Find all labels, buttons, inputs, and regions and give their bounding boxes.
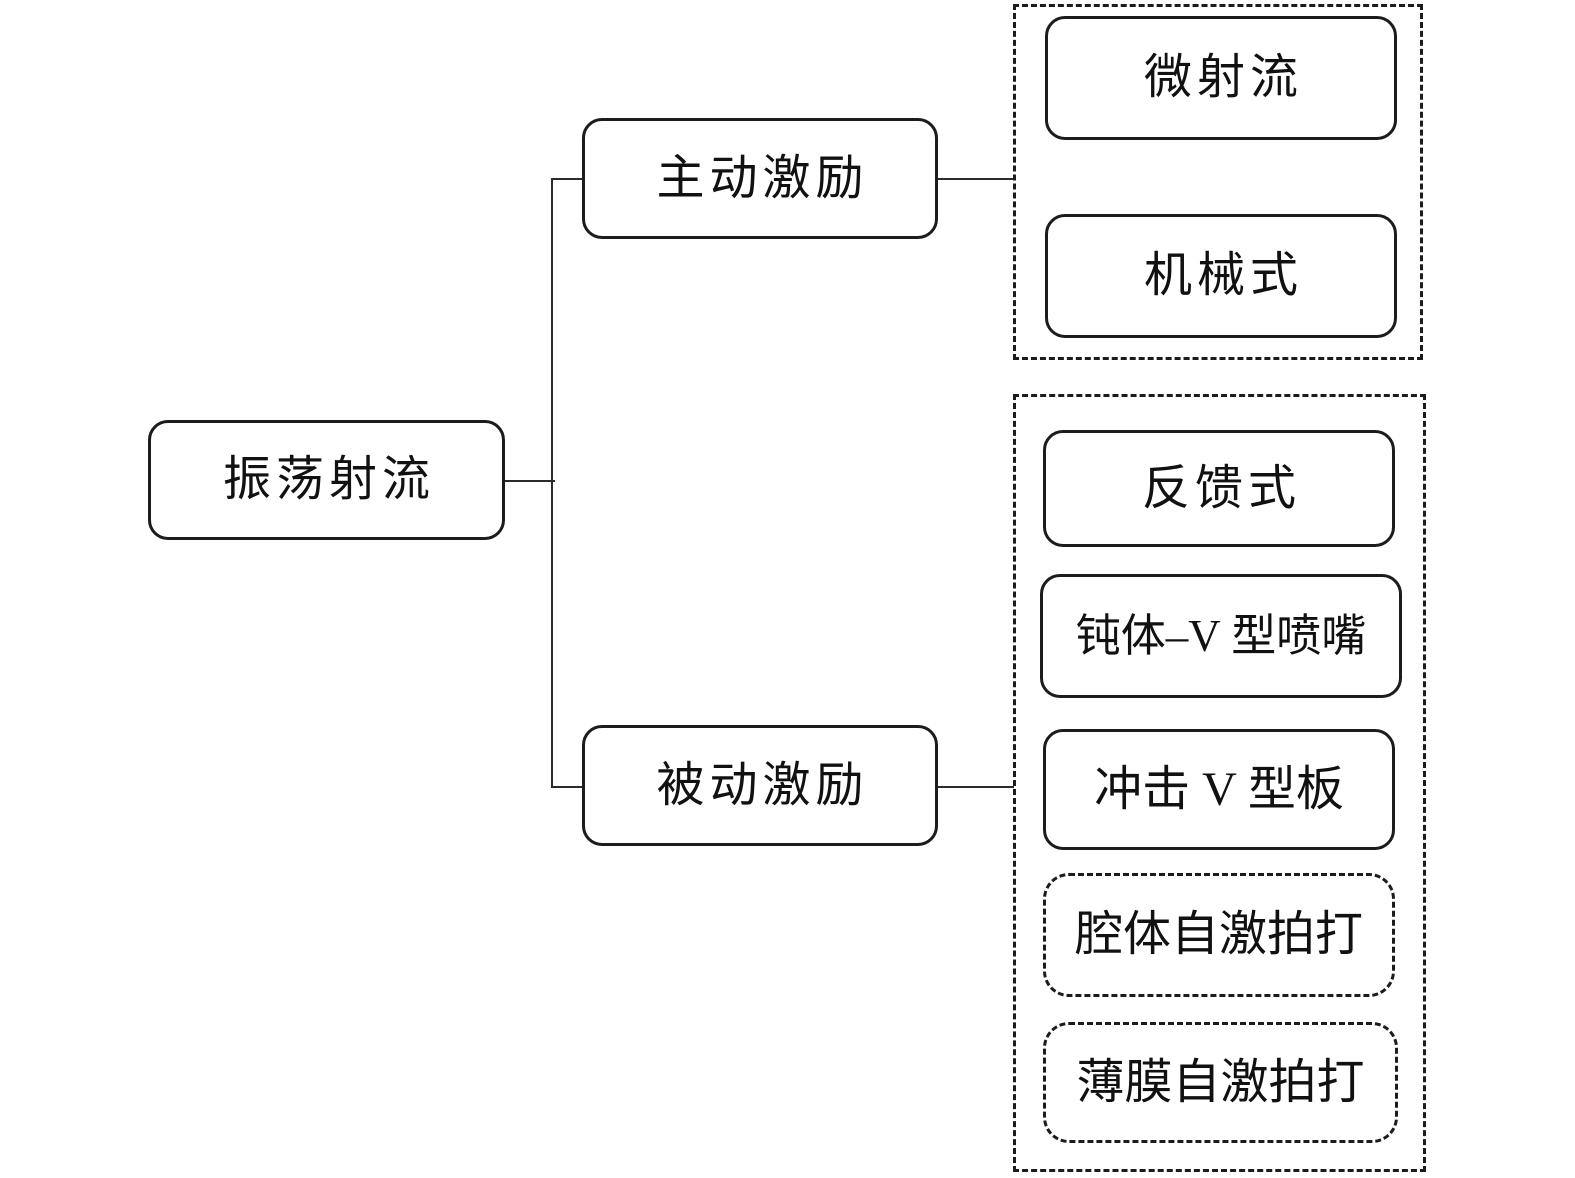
connector-trunk-vertical <box>551 178 553 788</box>
node-cavity-self-excited-flapping: 腔体自激拍打 <box>1043 873 1395 997</box>
connector-trunk-to-passive <box>551 786 584 788</box>
connector-active-to-group <box>936 178 1014 180</box>
node-passive-excitation: 被动激励 <box>582 725 938 846</box>
node-blunt-body-v-nozzle: 钝体–V 型喷嘴 <box>1040 574 1402 698</box>
node-impact-v-plate: 冲击 V 型板 <box>1043 729 1395 850</box>
connector-trunk-to-active <box>551 178 584 180</box>
node-mechanical: 机械式 <box>1045 214 1397 338</box>
node-active-excitation: 主动激励 <box>582 118 938 239</box>
node-oscillating-jet: 振荡射流 <box>148 420 505 540</box>
node-feedback-type: 反馈式 <box>1043 430 1395 547</box>
node-micro-jet: 微射流 <box>1045 16 1397 140</box>
connector-root-to-trunk <box>505 480 555 482</box>
passive-excitation-group-frame <box>1013 394 1426 1172</box>
active-excitation-group-frame <box>1013 4 1423 360</box>
connector-passive-to-group <box>936 786 1014 788</box>
node-film-self-excited-flapping: 薄膜自激拍打 <box>1043 1022 1398 1143</box>
